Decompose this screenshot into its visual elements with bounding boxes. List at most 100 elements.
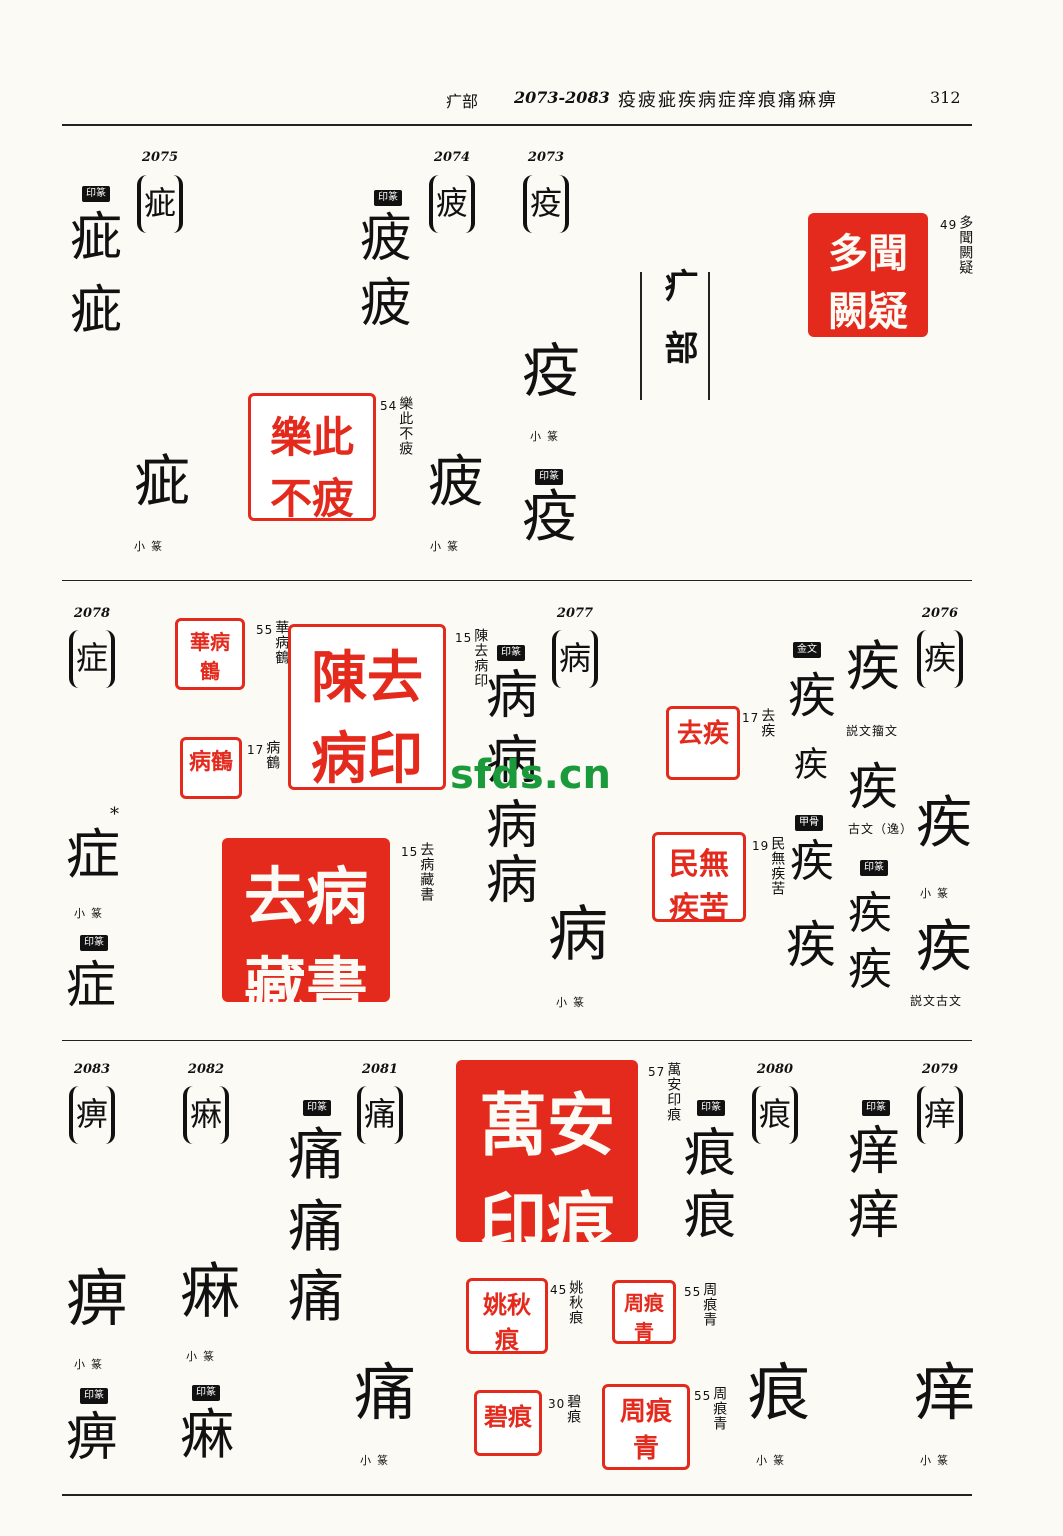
seal-text: 萬安印痕	[478, 1087, 615, 1265]
script-label: 小篆	[74, 1358, 108, 1371]
variant-glyph: 病	[548, 900, 608, 970]
script-label: 小篆	[920, 887, 954, 900]
seal-impression: 去疾	[666, 706, 740, 780]
seal-caption-num: 15	[401, 845, 419, 859]
variant-glyph: 痕	[748, 1356, 811, 1429]
variant-glyph: 症	[66, 823, 120, 886]
seal-caption-text: 病鶴	[264, 740, 281, 770]
seal-caption-num: 57	[648, 1065, 666, 1079]
variant-glyph: 疾	[788, 668, 837, 724]
seal-impression: 去病藏書	[222, 838, 390, 1023]
entry-number: 2077	[556, 606, 594, 621]
seal-text: 周痕青	[619, 1397, 672, 1464]
entry-number: 2081	[361, 1062, 399, 1077]
seal-caption-text: 去疾	[759, 708, 776, 738]
headword: 疾	[917, 630, 963, 688]
headword: 痹	[69, 1086, 115, 1144]
variant-glyph: 痒	[848, 1122, 901, 1182]
asterisk-mark: *	[110, 804, 119, 825]
variant-glyph: 疾	[846, 635, 900, 698]
header-range: 2073-2083	[514, 88, 610, 107]
script-tag: 印篆	[497, 645, 525, 661]
seal-text: 多聞闕疑	[828, 231, 908, 335]
script-tag: 印篆	[535, 469, 563, 485]
seal-text: 民無疾苦	[669, 847, 729, 926]
variant-glyph: 疾	[790, 836, 834, 887]
script-tag: 印篆	[82, 186, 110, 202]
variant-glyph: 疾	[848, 758, 898, 816]
title-right-bar	[708, 272, 710, 400]
seal-text: 姚秋痕	[483, 1291, 531, 1354]
script-tag: 金文	[793, 642, 821, 658]
seal-impression: 碧痕	[474, 1390, 542, 1456]
variant-glyph: 疾	[786, 916, 836, 974]
variant-glyph: 疲	[360, 274, 413, 334]
variant-glyph: 痛	[288, 1265, 344, 1330]
variant-glyph: 疵	[134, 450, 190, 515]
variant-glyph: 疵	[70, 208, 123, 268]
entry-number: 2083	[73, 1062, 111, 1077]
variant-glyph: 疫	[522, 485, 578, 550]
variant-glyph: 症	[66, 956, 116, 1014]
script-label: 小篆	[360, 1454, 394, 1467]
seal-caption-text: 萬安印痕	[665, 1062, 682, 1122]
seal-impression: 陳去病印	[288, 624, 446, 792]
seal-caption-num: 15	[455, 631, 473, 645]
header-chars: 疫疲疵疾病症痒痕痛痳痹	[618, 90, 838, 111]
script-label: 古文（逸）	[848, 822, 914, 836]
variant-glyph: 疾	[848, 888, 892, 939]
variant-glyph: 疾	[916, 791, 972, 856]
headword: 疫	[523, 175, 569, 233]
script-label: 説文籀文	[846, 724, 899, 738]
header-rule	[62, 124, 972, 126]
seal-caption-text: 去病藏書	[418, 842, 435, 902]
variant-glyph: 痳	[180, 1257, 240, 1327]
script-label: 小篆	[756, 1454, 790, 1467]
seal-text: 去病藏書	[243, 860, 368, 1023]
title-left-bar	[640, 272, 642, 400]
section-divider-2	[62, 1040, 972, 1041]
script-tag: 印篆	[697, 1100, 725, 1116]
variant-glyph: 疾	[916, 915, 972, 980]
seal-caption-num: 55	[684, 1285, 702, 1299]
headword: 痒	[917, 1086, 963, 1144]
variant-glyph: 痳	[180, 1403, 234, 1466]
variant-glyph: 疾	[848, 944, 892, 995]
script-label: 小篆	[920, 1454, 954, 1467]
variant-glyph: 疫	[522, 337, 581, 405]
seal-text: 病鶴	[188, 750, 233, 775]
variant-glyph: 疾	[794, 745, 828, 785]
seal-text: 周痕青	[624, 1291, 664, 1344]
seal-impression: 華病鶴	[175, 618, 245, 690]
variant-glyph: 痕	[684, 1124, 737, 1184]
seal-caption-text: 碧痕	[565, 1394, 582, 1424]
variant-glyph: 痕	[684, 1186, 737, 1246]
entry-number: 2073	[527, 150, 565, 165]
seal-text: 碧痕	[484, 1403, 532, 1431]
seal-impression: 周痕青	[602, 1384, 690, 1470]
seal-impression: 樂此不疲	[248, 393, 376, 523]
script-tag: 印篆	[80, 935, 108, 951]
variant-glyph: 疵	[70, 281, 123, 341]
script-label: 小篆	[556, 996, 590, 1009]
seal-impression: 萬安印痕	[456, 1060, 638, 1265]
script-label: 小篆	[530, 430, 564, 443]
seal-text: 華病鶴	[190, 630, 230, 683]
variant-glyph: 痹	[66, 1262, 129, 1335]
script-label: 説文古文	[910, 994, 963, 1008]
seal-text: 陳去病印	[311, 646, 423, 792]
seal-caption-text: 民無疾苦	[769, 836, 786, 896]
seal-caption-num: 17	[742, 711, 760, 725]
script-tag: 印篆	[862, 1100, 890, 1116]
